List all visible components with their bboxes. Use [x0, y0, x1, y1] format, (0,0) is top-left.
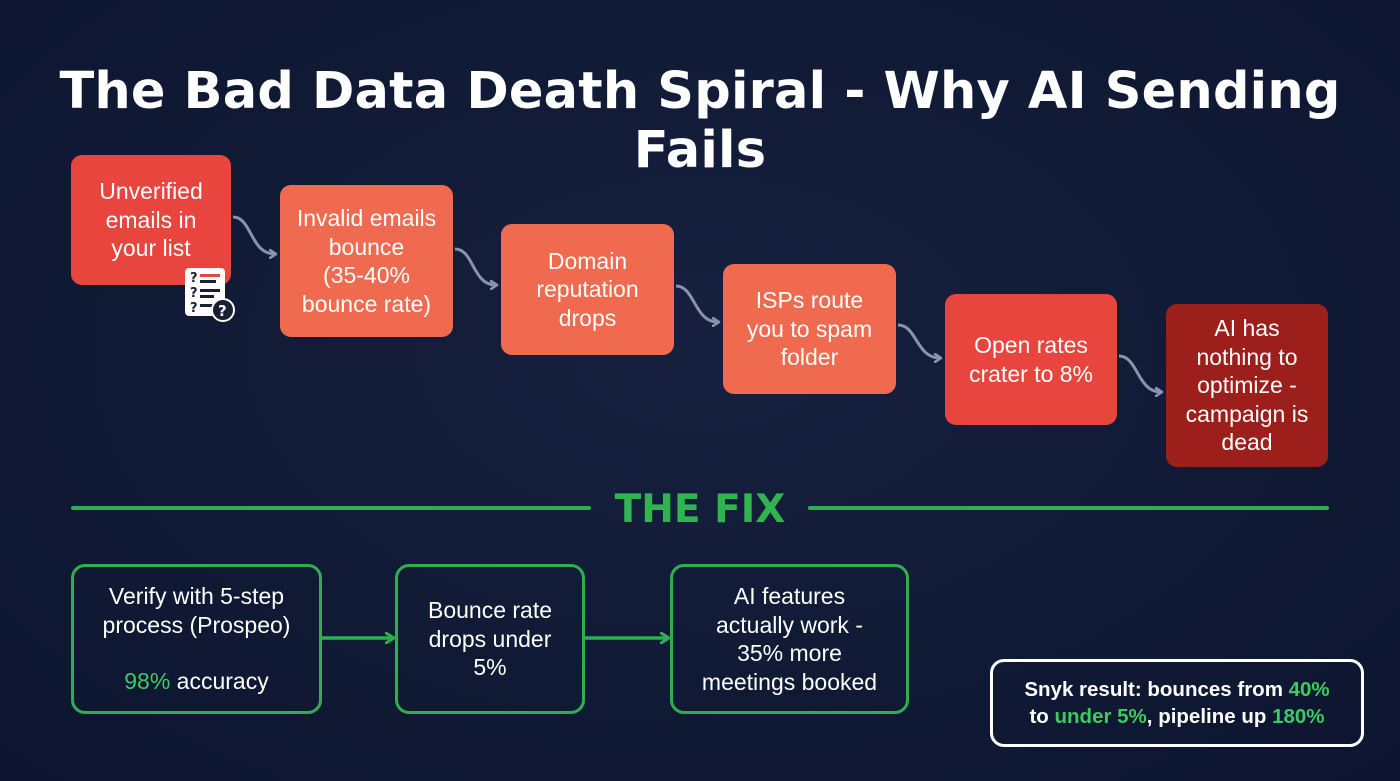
fix-step-accuracy: 98% accuracy: [124, 667, 268, 696]
result-text-3: , pipeline up: [1146, 705, 1273, 728]
fix-step-label: Bounce rate drops under 5%: [427, 597, 553, 681]
arrow-step5-to-step6: [1118, 354, 1161, 392]
fix-step-label: Verify with 5-step process (Prospeo): [102, 583, 291, 638]
result-highlight-180: 180%: [1272, 705, 1325, 728]
fix-step-verify: Verify with 5-step process (Prospeo) 98%…: [71, 564, 322, 714]
fix-heading: THE FIX: [614, 487, 786, 532]
arrow-step4-to-step5: [897, 323, 940, 358]
arrow-step2-to-step3: [454, 247, 496, 285]
checklist-question-icon: ? ? ? ?: [185, 268, 235, 322]
spiral-step-label: Invalid emails bounce (35-40% bounce rat…: [296, 205, 437, 317]
fix-step-bounce-rate: Bounce rate drops under 5%: [395, 564, 585, 714]
spiral-step-label: Unverified emails in your list: [99, 178, 203, 262]
spiral-step-label: ISPs route you to spam folder: [746, 287, 873, 371]
spiral-step-campaign-dead: AI has nothing to optimize - campaign is…: [1166, 304, 1328, 467]
accuracy-suffix: accuracy: [170, 668, 269, 695]
page-title: The Bad Data Death Spiral - Why AI Sendi…: [59, 62, 1341, 180]
spiral-step-open-rates-crater: Open rates crater to 8%: [945, 294, 1117, 425]
result-highlight-40: 40%: [1288, 678, 1330, 701]
snyk-result-callout: Snyk result: bounces from 40% to under 5…: [990, 659, 1364, 747]
spiral-step-unverified-emails: Unverified emails in your list: [71, 155, 231, 285]
spiral-step-invalid-emails-bounce: Invalid emails bounce (35-40% bounce rat…: [280, 185, 453, 337]
arrow-step1-to-step2: [232, 215, 275, 254]
accuracy-highlight: 98%: [124, 668, 171, 695]
result-text-2: to: [1029, 705, 1055, 728]
arrow-step3-to-step4: [675, 284, 718, 322]
fix-step-ai-features: AI features actually work - 35% more mee…: [670, 564, 909, 714]
fix-divider-right: [808, 506, 1329, 510]
svg-text:?: ?: [190, 301, 198, 316]
result-text-1: Snyk result: bounces from: [1024, 678, 1289, 701]
svg-text:?: ?: [190, 286, 198, 301]
spiral-step-isps-route-spam: ISPs route you to spam folder: [723, 264, 896, 394]
svg-text:?: ?: [190, 271, 198, 286]
spiral-step-label: AI has nothing to optimize - campaign is…: [1185, 315, 1309, 456]
spiral-step-label: Open rates crater to 8%: [969, 332, 1093, 387]
spiral-step-label: Domain reputation drops: [536, 247, 639, 331]
fix-divider-left: [71, 506, 591, 510]
svg-text:?: ?: [218, 302, 227, 320]
fix-step-label: AI features actually work - 35% more mee…: [701, 583, 878, 695]
spiral-step-domain-reputation: Domain reputation drops: [501, 224, 674, 355]
result-highlight-under-5: under 5%: [1054, 705, 1147, 728]
